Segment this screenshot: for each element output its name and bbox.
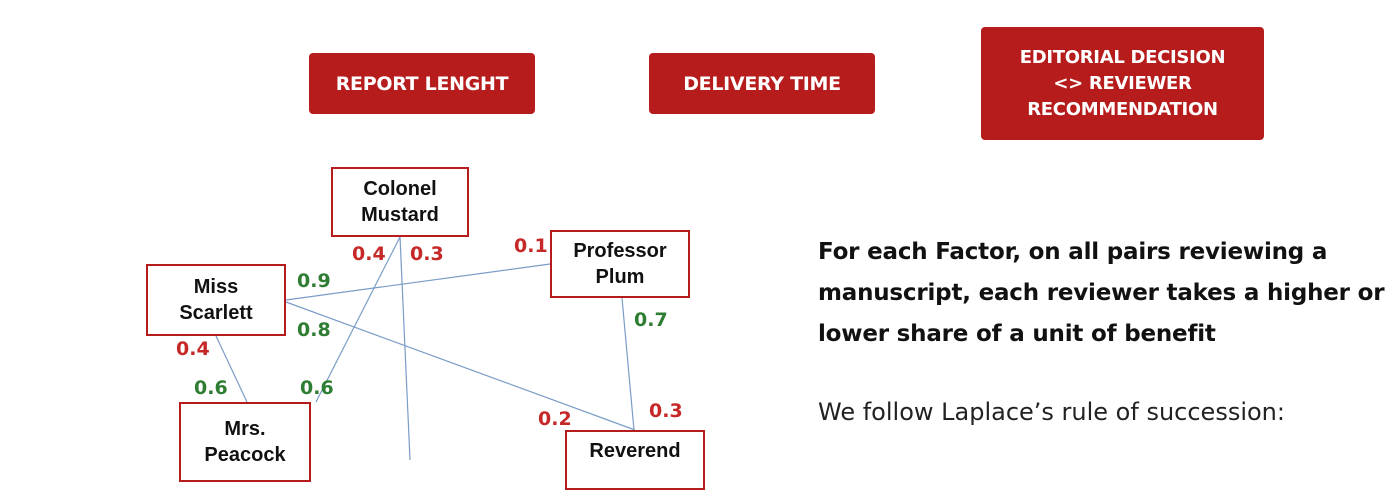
share-scarlett-below: 0.4	[176, 338, 210, 360]
factor-delivery-time: DELIVERY TIME	[649, 53, 875, 114]
edge-mustard-peacock	[315, 236, 401, 403]
share-plum-left: 0.1	[514, 235, 548, 257]
factor-report-length: REPORT LENGHT	[309, 53, 535, 114]
share-mustard-right: 0.3	[410, 243, 444, 265]
share-scarlett-top: 0.9	[297, 270, 331, 292]
edge-scarlett-plum	[285, 263, 551, 301]
edge-scarlett-peacock	[215, 335, 248, 403]
share-reverend-left: 0.2	[538, 408, 572, 430]
reviewer-graph	[215, 236, 636, 460]
share-reverend-right: 0.3	[649, 400, 683, 422]
share-scarlett-mid: 0.8	[297, 319, 331, 341]
node-reverend: Reverend	[565, 430, 705, 490]
share-plum-below: 0.7	[634, 309, 668, 331]
factor-statement: For each Factor, on all pairs reviewing …	[818, 239, 1385, 347]
node-miss-scarlett: Miss Scarlett	[146, 264, 286, 336]
share-peacock-right: 0.6	[300, 377, 334, 399]
node-mrs-peacock: Mrs. Peacock	[179, 402, 311, 482]
node-colonel-mustard: Colonel Mustard	[331, 167, 469, 237]
edge-mustard-down	[399, 236, 411, 460]
edge-scarlett-reverend	[285, 301, 636, 431]
edge-plum-reverend	[621, 297, 635, 431]
laplace-rule-text: We follow Laplace’s rule of succession:	[818, 398, 1285, 426]
factor-editorial-decision: EDITORIAL DECISION <> REVIEWER RECOMMEND…	[981, 27, 1264, 140]
share-mustard-left: 0.4	[352, 243, 386, 265]
share-peacock-left: 0.6	[194, 377, 228, 399]
node-professor-plum: Professor Plum	[550, 230, 690, 298]
